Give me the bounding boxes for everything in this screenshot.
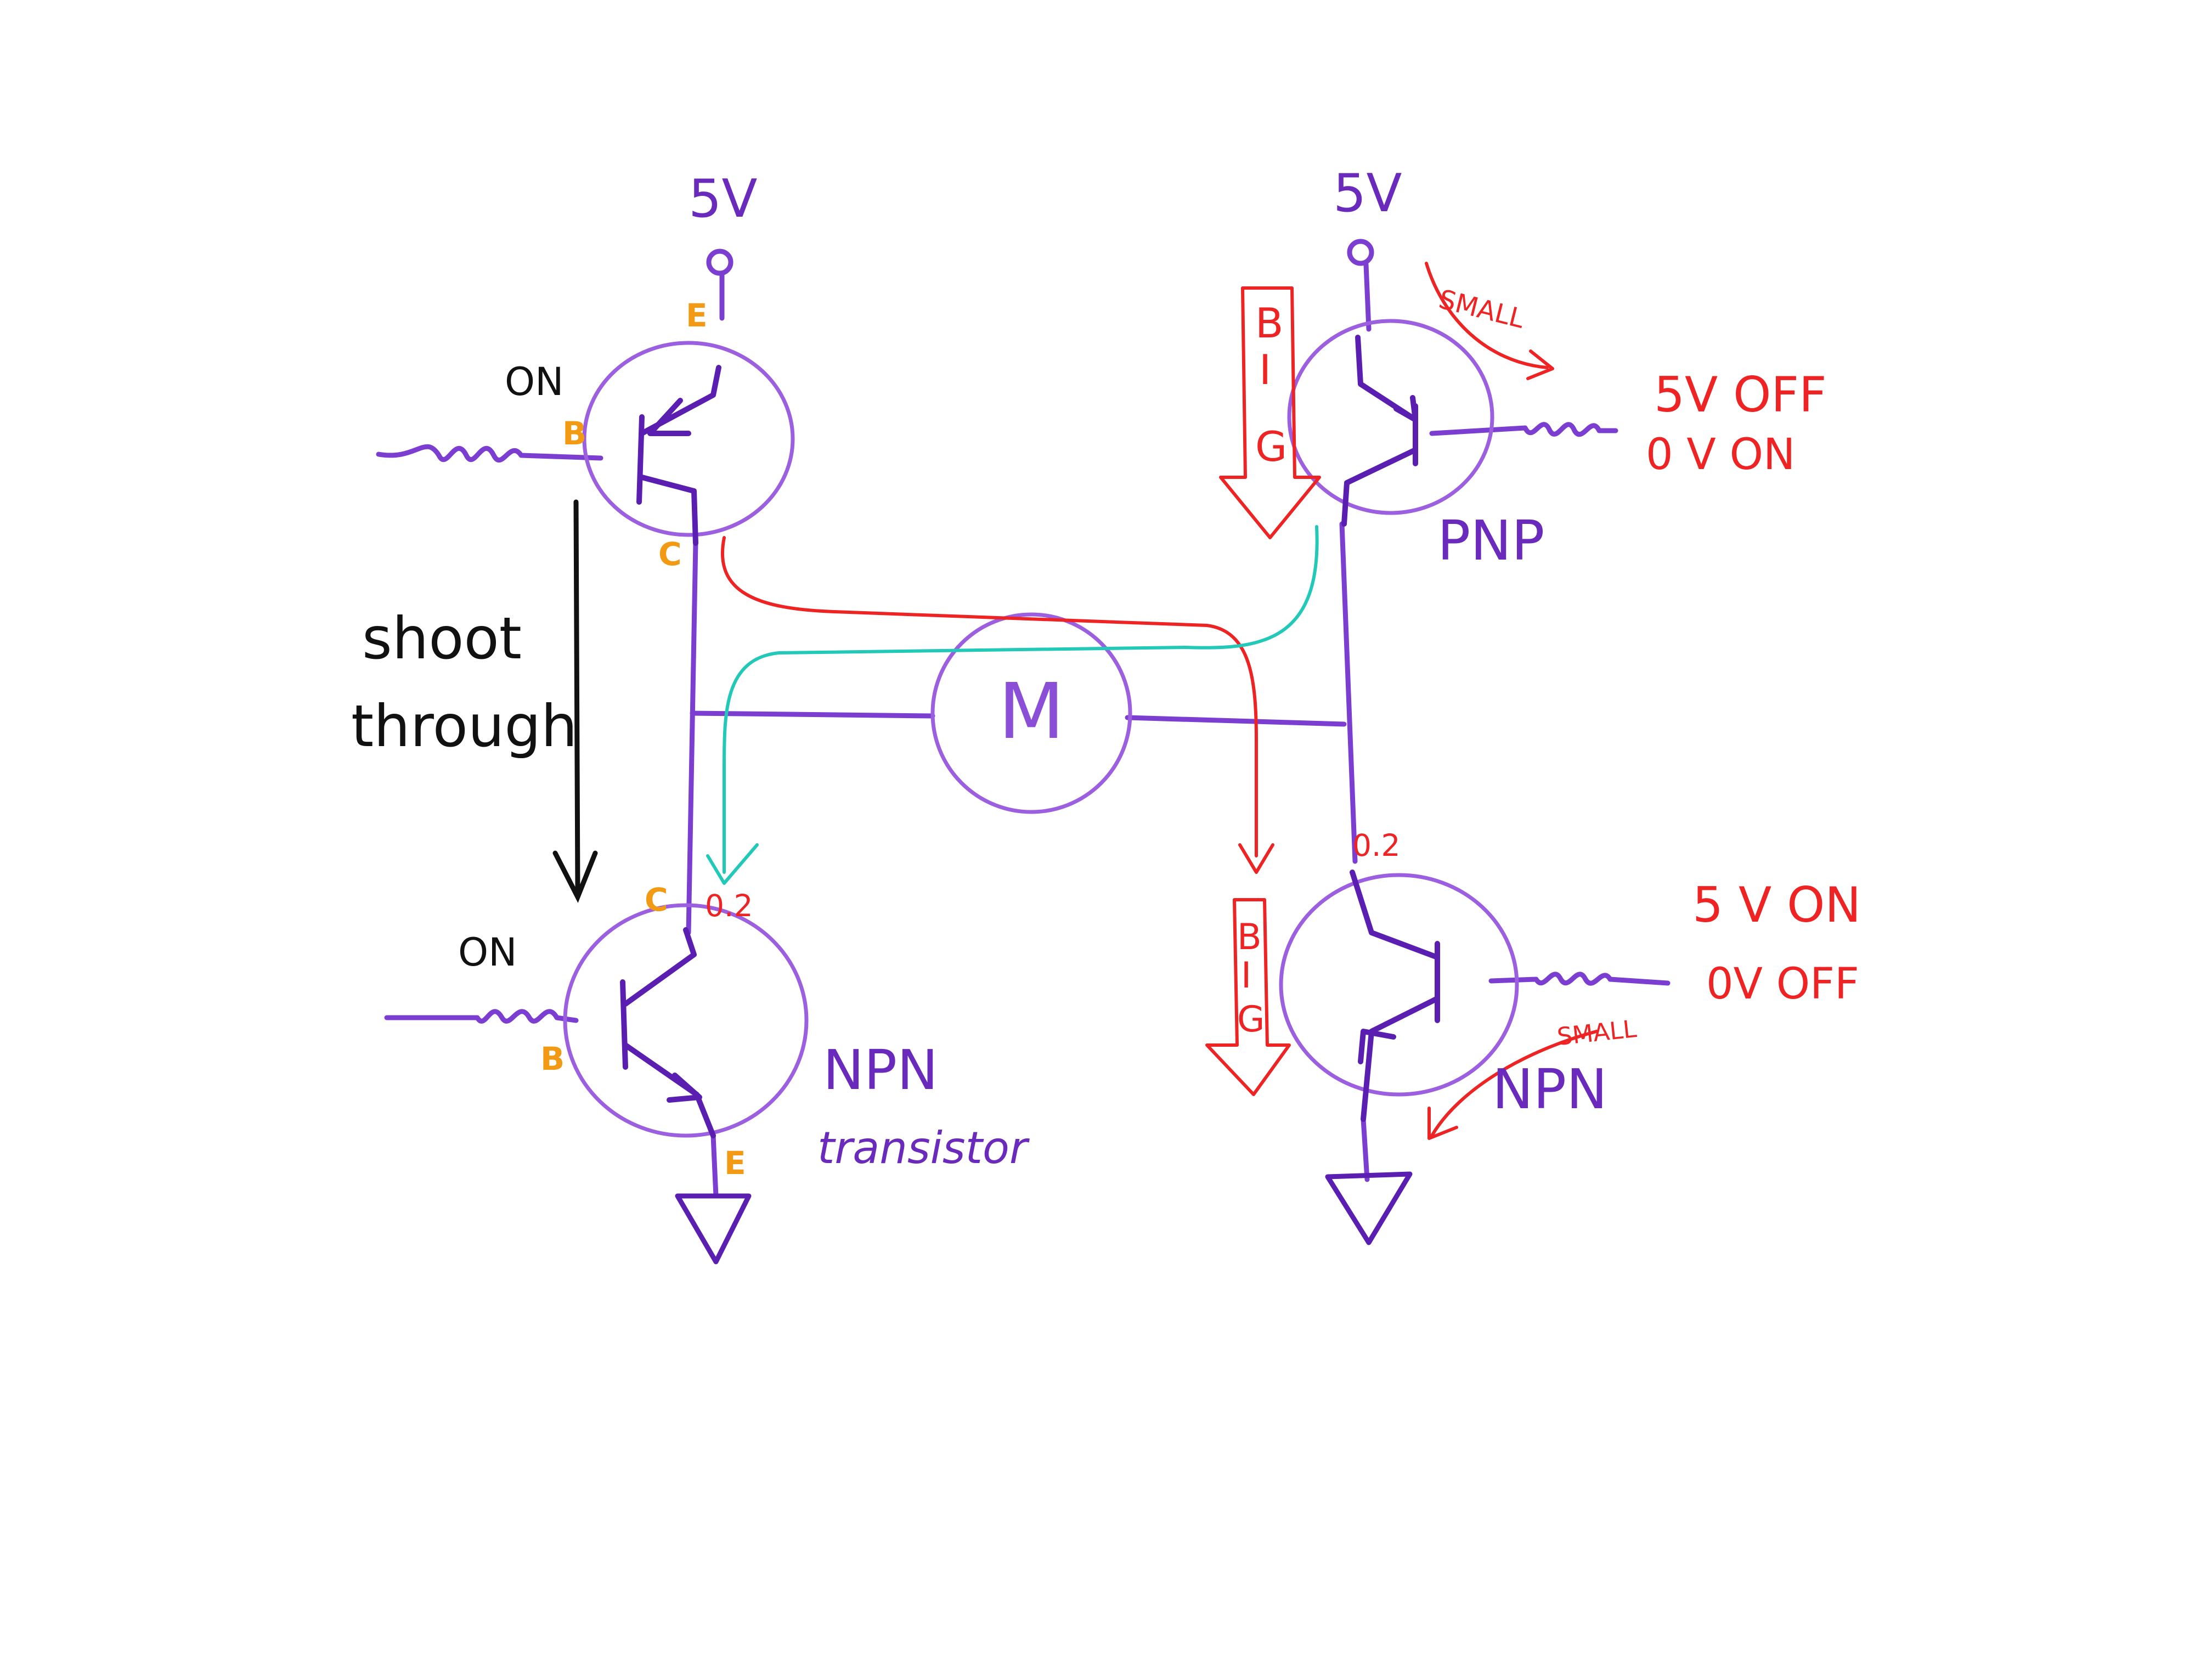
control-line2-bottom-right: 0V OFF (1706, 960, 1859, 1009)
resistor-top-left (376, 444, 603, 462)
voltage-label-bottom-right: 0.2 (1352, 828, 1400, 863)
big-arrow-top-right (1219, 286, 1321, 539)
ground-stub-right (1361, 1116, 1370, 1182)
emitter-label-bottom-left: E (724, 1144, 746, 1182)
big-letter-b-top: B (1255, 299, 1283, 347)
current-paths (706, 262, 1598, 1140)
bl-base-bar (620, 979, 628, 1070)
h-bridge-wiring (376, 239, 1671, 1199)
big-letter-g-bottom: G (1237, 999, 1265, 1040)
tr-collector-leg (1341, 447, 1418, 527)
transistor-top-left-body (582, 341, 795, 537)
big-letter-b-bottom: B (1237, 917, 1262, 958)
br-collector-leg (1350, 870, 1440, 960)
transistor-bottom-left-body (563, 903, 809, 1138)
bl-emitter-arrow (667, 1073, 702, 1103)
big-arrow-bottom-right (1205, 898, 1291, 1096)
collector-label-bottom-left: C (645, 881, 668, 918)
labels: 5V E B C ON 5V SMALL B I G 5V OFF 0 V ON… (351, 163, 1861, 1182)
small-arrowhead-bottom-right (1427, 1107, 1458, 1140)
red-current-path (720, 536, 1258, 857)
state-label-top-left: ON (505, 359, 563, 404)
left-rail-wire (686, 540, 698, 935)
br-emitter-arrow (1358, 1029, 1396, 1064)
resistor-top-right (1429, 422, 1618, 437)
emitter-label-top-left: E (686, 297, 708, 334)
teal-current-arrow (706, 843, 759, 885)
transistor-circles (563, 319, 1519, 1138)
ground-stub-left (710, 1133, 719, 1199)
supply-terminal-right (1347, 239, 1374, 266)
voltage-label-bottom-left: 0.2 (705, 888, 753, 923)
small-label-top-right: SMALL (1436, 284, 1527, 335)
supply-terminal-left (706, 249, 733, 276)
control-line2-top-right: 0 V ON (1646, 430, 1795, 479)
ground-right-symbol (1325, 1171, 1413, 1245)
small-arrowhead-top-right (1526, 349, 1554, 380)
br-emitter-leg (1361, 996, 1440, 1122)
supply-label-left: 5V (689, 169, 757, 229)
small-label-bottom-right: SMALL (1556, 1015, 1638, 1051)
big-letter-i-top: I (1259, 346, 1271, 394)
type-label-npn-left: NPN (823, 1038, 938, 1102)
motor-right-wire (1125, 715, 1347, 727)
base-label-bottom-left: B (540, 1040, 565, 1077)
resistor-bottom-right (1488, 972, 1671, 986)
big-arrows (1205, 286, 1321, 1096)
state-label-bottom-left: ON (458, 930, 517, 975)
big-letter-g-top: G (1255, 422, 1287, 471)
ground-symbols (675, 1171, 1413, 1265)
small-arrow-bottom-right (1430, 1030, 1598, 1137)
collector-label-top-left: C (658, 535, 682, 573)
shoot-through-shaft (573, 499, 580, 891)
shoot-through-line1: shoot (362, 605, 522, 672)
bl-collector-leg (623, 927, 697, 1007)
bl-emitter-leg (623, 1042, 716, 1138)
resistor-bottom-left (384, 1009, 579, 1024)
control-line1-top-right: 5V OFF (1654, 366, 1827, 423)
red-current-arrow (1238, 843, 1274, 874)
tl-emitter-arrow (647, 398, 691, 436)
type-sub-label-left: transistor (817, 1122, 1030, 1173)
shoot-through-arrow (552, 499, 598, 903)
shoot-through-line2: through (351, 693, 578, 760)
small-arrow-top-right (1425, 262, 1549, 369)
supply-wire-right (1363, 262, 1372, 332)
teal-current-path (723, 525, 1319, 874)
type-label-npn-right: NPN (1492, 1057, 1607, 1121)
big-letter-i-bottom: I (1241, 955, 1251, 996)
control-line1-bottom-right: 5 V ON (1692, 877, 1861, 933)
shoot-through-head (552, 850, 598, 903)
motor-left-wire (690, 710, 935, 719)
transistor-top-right-body (1287, 319, 1494, 515)
tr-emitter-leg (1355, 335, 1418, 422)
right-rail-wire (1339, 521, 1358, 864)
tl-collector-leg (639, 475, 698, 546)
transistor-bottom-right-body (1279, 873, 1519, 1097)
transistor-internals (620, 335, 1440, 1138)
motor-label: M (998, 667, 1065, 757)
tr-emitter-arrow (1393, 395, 1418, 422)
base-label-top-left: B (562, 415, 586, 452)
tl-emitter-leg (639, 365, 721, 436)
ground-left-symbol (675, 1193, 752, 1265)
tl-base-bar (636, 414, 645, 505)
supply-label-right: 5V (1333, 163, 1402, 224)
motor-body (930, 612, 1132, 814)
type-label-pnp: PNP (1437, 509, 1544, 573)
